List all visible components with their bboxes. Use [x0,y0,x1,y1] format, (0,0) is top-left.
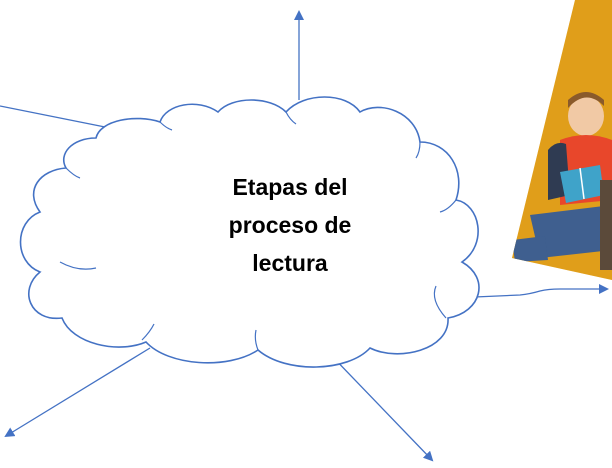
arrow-bottom-right [327,351,434,462]
arrow-top-left [0,105,111,129]
central-topic-line-2: proceso de [228,212,352,238]
boy-reading-photo [512,0,612,280]
central-topic-text: Etapas del proceso de lectura [190,168,390,282]
central-topic-line-3: lectura [252,250,328,276]
cloud-shape [19,96,480,368]
arrow-bottom-left [4,347,151,438]
central-topic-line-1: Etapas del [232,174,348,200]
arrow-right [451,284,609,299]
